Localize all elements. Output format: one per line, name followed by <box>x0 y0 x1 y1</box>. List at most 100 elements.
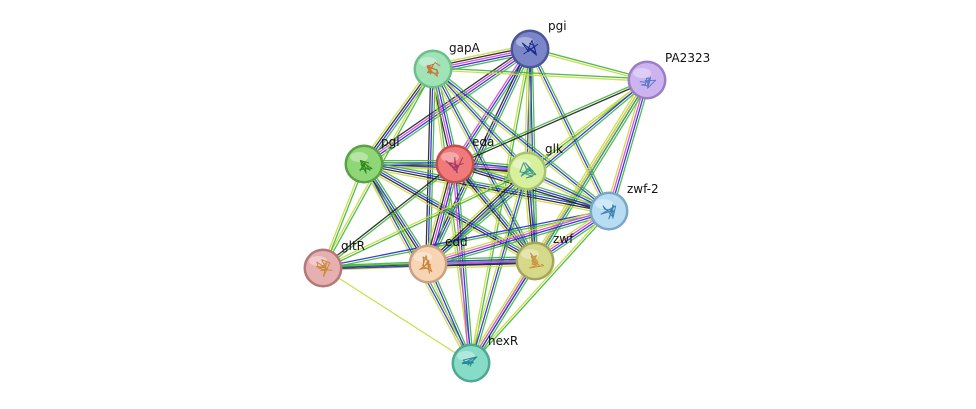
edge-line <box>365 51 533 168</box>
node-sheen <box>633 68 651 78</box>
edge-line <box>471 211 611 365</box>
edge-line <box>456 49 533 166</box>
edge-line <box>425 168 526 263</box>
edge-line <box>428 211 610 266</box>
edge-line <box>364 160 610 209</box>
edge-line <box>366 161 432 263</box>
edge-line <box>529 49 647 82</box>
protein-structure-icon <box>519 162 537 179</box>
edge-line <box>451 165 533 264</box>
node-label: pgl <box>381 135 400 149</box>
edge-line <box>322 267 472 364</box>
node-sheen <box>513 159 531 169</box>
edge-line <box>467 258 533 362</box>
node-sheen <box>309 256 327 266</box>
edge-line <box>433 67 648 80</box>
node-sheen <box>595 199 613 209</box>
edge-gltR-hexR <box>322 267 472 364</box>
node-glk[interactable]: glk <box>507 142 563 191</box>
edge-line <box>428 171 529 266</box>
edge-line <box>607 79 647 211</box>
edge-line <box>609 80 649 212</box>
edge-line <box>537 81 651 264</box>
edge-glk-edd <box>425 168 530 267</box>
edge-glk-gltR <box>322 169 528 270</box>
edge-line <box>457 161 539 260</box>
nodes-layer: pgi gapA PA2323 pgl eda glk zwf-2 gltR edd zwf hex… <box>303 19 711 383</box>
edge-PA2323-eda <box>454 78 648 166</box>
edge-line <box>469 260 535 363</box>
node-label: gltR <box>341 239 365 253</box>
node-pgl[interactable]: pgl <box>344 135 400 184</box>
node-label: zwf <box>553 232 574 246</box>
node-gapA[interactable]: gapA <box>413 41 481 89</box>
node-zwf[interactable]: zwf <box>515 232 575 281</box>
edge-line <box>429 49 533 266</box>
edge-line <box>361 45 529 162</box>
edge-line <box>527 49 608 213</box>
edge-eda-zwf <box>451 161 539 264</box>
edge-line <box>360 66 431 163</box>
edge-line <box>426 207 609 262</box>
node-zwf-2[interactable]: zwf-2 <box>589 182 659 231</box>
node-edd[interactable]: edd <box>408 235 468 284</box>
protein-structure-icon <box>445 157 464 173</box>
edge-line <box>322 209 609 268</box>
edge-pgl-zwf-2 <box>363 160 610 215</box>
node-pgi[interactable]: pgi <box>510 19 567 69</box>
node-hexR[interactable]: hexR <box>451 334 519 383</box>
edge-line <box>453 164 535 263</box>
node-eda[interactable]: eda <box>435 135 495 184</box>
edge-line <box>363 164 535 263</box>
edge-line <box>454 48 531 165</box>
node-PA2323[interactable]: PA2323 <box>627 51 711 100</box>
node-label: edd <box>445 235 468 249</box>
edge-line <box>363 166 609 215</box>
edge-line <box>429 172 530 267</box>
node-sheen <box>441 152 459 162</box>
protein-structure-icon <box>600 204 617 220</box>
edge-line <box>323 171 528 270</box>
edge-line <box>362 67 433 164</box>
node-sheen <box>516 37 534 47</box>
edge-eda-gltR <box>321 162 457 270</box>
edge-zwf-2-hexR <box>469 209 611 365</box>
edge-line <box>323 164 457 270</box>
edge-line <box>530 47 648 80</box>
edge-line <box>473 262 539 366</box>
edge-line <box>431 69 471 364</box>
node-label: glk <box>545 142 563 156</box>
protein-structure-icon <box>461 356 478 367</box>
edge-line <box>611 80 651 213</box>
edge-line <box>531 47 612 211</box>
edge-line <box>432 68 528 172</box>
edge-pgi-PA2323 <box>529 47 648 82</box>
edge-zwf-2-edd <box>426 207 611 268</box>
node-disc <box>306 251 340 285</box>
edge-line <box>469 48 530 363</box>
protein-structure-icon <box>419 255 433 274</box>
edge-pgi-eda <box>452 47 533 166</box>
node-sheen <box>350 152 368 162</box>
edge-gapA-glk <box>430 67 530 173</box>
edge-pgi-hexR <box>469 48 532 364</box>
node-label: hexR <box>488 334 518 348</box>
edge-line <box>321 162 455 268</box>
edge-line <box>455 80 648 166</box>
edge-line <box>471 49 532 364</box>
protein-structure-icon <box>529 252 544 269</box>
node-label: eda <box>472 135 494 149</box>
node-disc <box>592 194 626 228</box>
node-label: pgi <box>548 19 567 33</box>
edge-line <box>454 78 647 164</box>
edge-line <box>469 209 609 363</box>
edge-line <box>364 162 610 211</box>
edge-zwf-hexR <box>467 258 539 366</box>
protein-structure-icon <box>639 76 657 89</box>
node-gltR[interactable]: gltR <box>303 239 366 288</box>
edge-line <box>472 171 530 364</box>
edge-line <box>427 209 609 264</box>
protein-structure-icon <box>359 160 373 174</box>
edge-line <box>322 169 527 268</box>
node-label: zwf-2 <box>627 182 659 196</box>
